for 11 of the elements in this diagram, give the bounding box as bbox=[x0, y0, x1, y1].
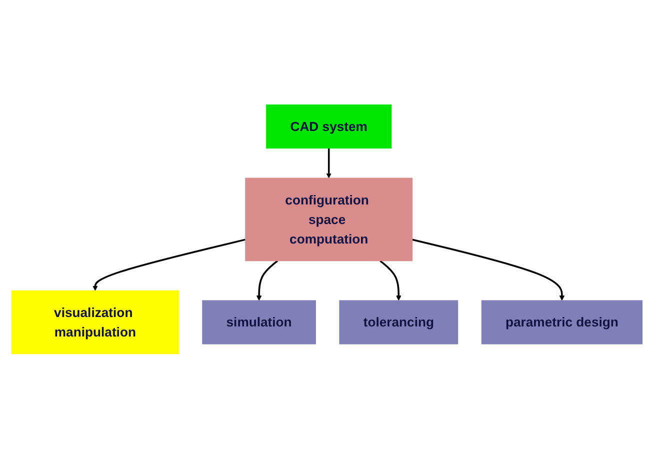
arrow bbox=[256, 260, 278, 301]
arrow bbox=[92, 238, 246, 292]
node-box: tolerancing bbox=[339, 300, 458, 344]
arrow bbox=[412, 238, 565, 301]
node-box: CAD system bbox=[266, 104, 392, 149]
node-box: simulation bbox=[202, 300, 316, 344]
arrow bbox=[326, 148, 332, 178]
node-box: parametric design bbox=[481, 300, 643, 344]
node-box: configuration space computation bbox=[245, 178, 413, 262]
node-box: visualization manipulation bbox=[11, 290, 179, 354]
arrow bbox=[380, 260, 402, 301]
